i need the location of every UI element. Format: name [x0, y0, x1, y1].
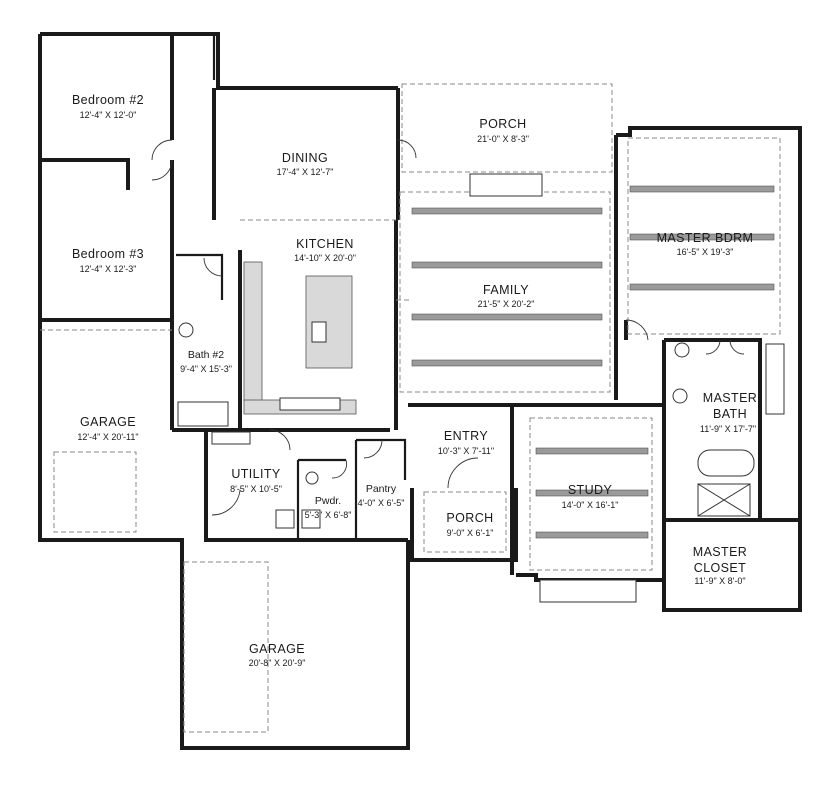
pantry-dim: 4'-0" X 6'-5" — [358, 498, 405, 508]
family-dim: 21'-5" X 20'-2" — [478, 299, 535, 309]
fixtures — [177, 173, 785, 603]
porch-rear-dim: 21'-0" X 8'-3" — [477, 134, 529, 144]
master-bath-name-2: BATH — [713, 407, 747, 421]
bedroom2-name: Bedroom #2 — [72, 93, 144, 107]
porch-front-dim: 9'-0" X 6'-1" — [447, 528, 494, 538]
powder-name: Pwdr. — [315, 495, 341, 507]
garage-small-name: GARAGE — [80, 415, 136, 429]
door-swings — [151, 139, 745, 516]
pantry-name: Pantry — [366, 483, 397, 495]
master-bath-name-1: MASTER — [703, 391, 758, 405]
bedroom2-dim: 12'-4" X 12'-0" — [80, 110, 137, 120]
bath2-dim: 9'-4" X 15'-3" — [180, 364, 232, 374]
study-dim: 14'-0" X 16'-1" — [562, 500, 619, 510]
master-closet-name-2: CLOSET — [694, 561, 746, 575]
room-labels: Bedroom #2 12'-4" X 12'-0" Bedroom #3 12… — [72, 93, 757, 668]
kitchen-name: KITCHEN — [296, 237, 354, 251]
porch-rear-name: PORCH — [479, 117, 526, 131]
bedroom3-name: Bedroom #3 — [72, 247, 144, 261]
entry-name: ENTRY — [444, 429, 488, 443]
dashed-lines — [40, 83, 781, 733]
dining-name: DINING — [282, 151, 328, 165]
master-bdrm-dim: 16'-5" X 19'-3" — [677, 247, 734, 257]
garage-large-dim: 20'-8" X 20'-9" — [249, 658, 306, 668]
entry-dim: 10'-3" X 7'-11" — [438, 446, 494, 456]
study-name: STUDY — [568, 483, 613, 497]
kitchen-dim: 14'-10" X 20'-0" — [294, 253, 356, 263]
utility-name: UTILITY — [231, 467, 281, 481]
family-name: FAMILY — [483, 283, 529, 297]
porch-front-name: PORCH — [446, 511, 493, 525]
garage-small-dim: 12'-4" X 20'-11" — [77, 432, 138, 442]
ceiling-beams — [411, 185, 775, 539]
dining-dim: 17'-4" X 12'-7" — [277, 167, 334, 177]
master-bdrm-name: MASTER BDRM — [657, 231, 754, 245]
bath2-name: Bath #2 — [188, 349, 224, 361]
powder-dim: 5'-3" X 6'-8" — [305, 510, 352, 520]
garage-large-name: GARAGE — [249, 642, 305, 656]
master-closet-dim: 11'-9" X 8'-0" — [694, 576, 745, 586]
master-bath-dim: 11'-9" X 17'-7" — [700, 424, 756, 434]
walls — [38, 32, 802, 750]
master-closet-name-1: MASTER — [693, 545, 748, 559]
bedroom3-dim: 12'-4" X 12'-3" — [80, 264, 137, 274]
utility-dim: 8'-5" X 10'-5" — [230, 484, 282, 494]
